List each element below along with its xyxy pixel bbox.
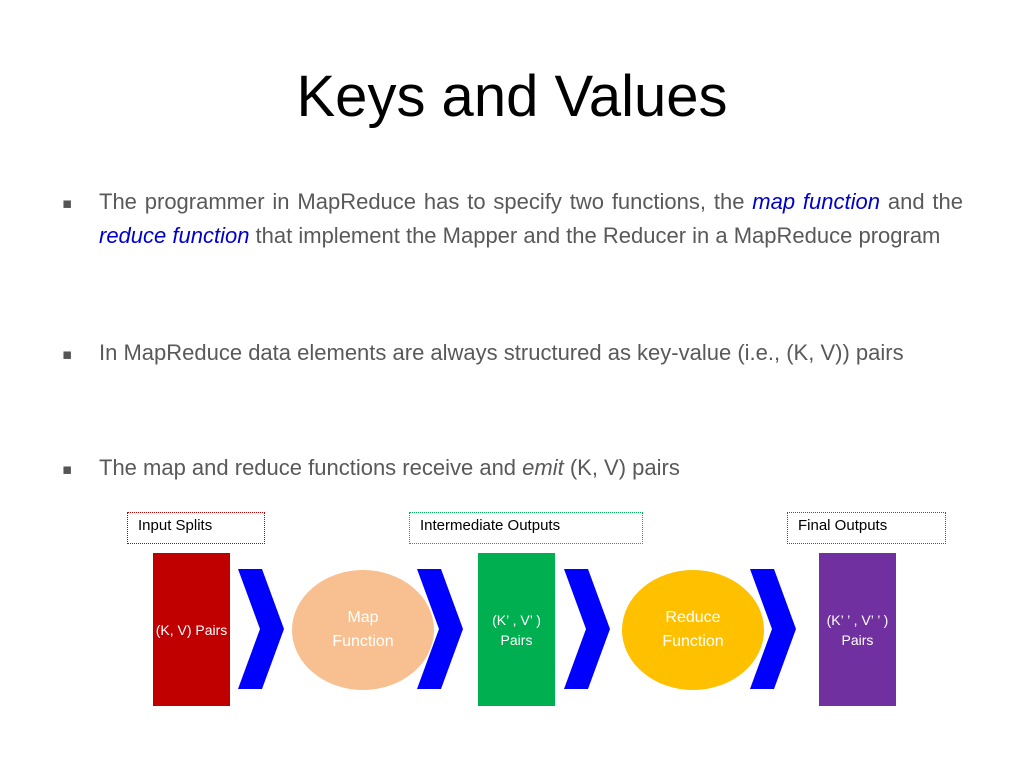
map-function-line2: Function [332, 633, 394, 650]
bullet-3: The map and reduce functions receive and… [99, 451, 963, 485]
final-pairs-line1: (K’ ’ , V’ ’ ) [826, 611, 889, 628]
intermediate-pairs-line2: Pairs [500, 631, 533, 648]
bullet-3-text: (K, V) pairs [563, 455, 680, 480]
bullet-marker: ▪ [62, 345, 73, 363]
final-pairs-block: (K’ ’ , V’ ’ ) Pairs [819, 553, 896, 706]
map-function-node: Map Function [292, 570, 434, 690]
bullet-3-emit: emit [522, 455, 564, 480]
bullet-1-map-function: map function [752, 189, 880, 214]
reduce-function-line2: Function [662, 633, 724, 650]
bullet-1-text: and the [880, 189, 963, 214]
bullet-marker: ▪ [62, 194, 73, 212]
reduce-function-node: Reduce Function [622, 570, 764, 690]
intermediate-pairs-line1: (K’ , V’ ) [492, 611, 541, 628]
final-pairs-line2: Pairs [841, 631, 874, 648]
chevron-right-icon [238, 569, 284, 689]
bullet-3-text: The map and reduce functions receive and [99, 455, 523, 480]
intermediate-outputs-label: Intermediate Outputs [409, 512, 643, 544]
input-pairs-block: (K, V) Pairs [153, 553, 230, 706]
intermediate-pairs-block: (K’ , V’ ) Pairs [478, 553, 555, 706]
chevron-right-icon [417, 569, 463, 689]
slide-title: Keys and Values [296, 64, 728, 129]
bullet-1-text: that implement the Mapper and the Reduce… [249, 223, 941, 248]
bullet-1: The programmer in MapReduce has to speci… [99, 185, 963, 253]
input-splits-label: Input Splits [127, 512, 265, 544]
bullet-1-reduce-function: reduce function [99, 223, 250, 248]
bullet-2-text: In MapReduce data elements are always st… [99, 340, 904, 365]
chevron-right-icon [750, 569, 796, 689]
bullet-2: In MapReduce data elements are always st… [99, 336, 963, 370]
reduce-function-line1: Reduce [665, 609, 721, 626]
bullet-marker: ▪ [62, 460, 73, 478]
map-function-line1: Map [347, 609, 379, 626]
final-outputs-label: Final Outputs [787, 512, 946, 544]
input-pairs-text: (K, V) Pairs [155, 621, 228, 638]
chevron-right-icon [564, 569, 610, 689]
bullet-1-text: The programmer in MapReduce has to speci… [99, 189, 753, 214]
